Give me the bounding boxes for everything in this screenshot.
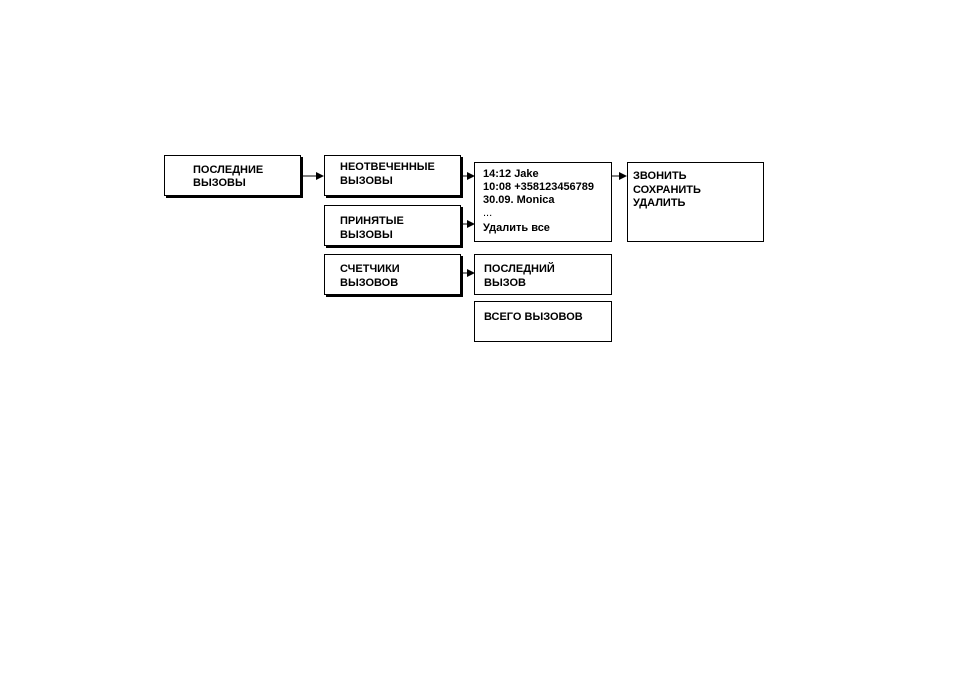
option-call: ЗВОНИТЬ	[633, 170, 687, 183]
call-counters-line2: ВЫЗОВОВ	[340, 277, 398, 290]
total-calls-line1: ВСЕГО ВЫЗОВОВ	[484, 311, 583, 324]
received-calls-line2: ВЫЗОВЫ	[340, 229, 393, 242]
option-delete: УДАЛИТЬ	[633, 197, 685, 210]
call-list-item: 10:08 +358123456789	[483, 181, 594, 194]
missed-calls-box: НЕОТВЕЧЕННЫЕ ВЫЗОВЫ	[324, 155, 461, 196]
option-save: СОХРАНИТЬ	[633, 184, 701, 197]
last-call-line1: ПОСЛЕДНИЙ	[484, 263, 555, 276]
recent-calls-box: ПОСЛЕДНИЕ ВЫЗОВЫ	[164, 155, 301, 196]
call-list-box: 14:12 Jake 10:08 +358123456789 30.09. Mo…	[474, 162, 612, 242]
call-counters-box: СЧЕТЧИКИ ВЫЗОВОВ	[324, 254, 461, 295]
call-options-box: ЗВОНИТЬ СОХРАНИТЬ УДАЛИТЬ	[627, 162, 764, 242]
call-list-item: 14:12 Jake	[483, 168, 539, 181]
last-call-box: ПОСЛЕДНИЙ ВЫЗОВ	[474, 254, 612, 295]
received-calls-box: ПРИНЯТЫЕ ВЫЗОВЫ	[324, 205, 461, 246]
received-calls-line1: ПРИНЯТЫЕ	[340, 215, 404, 228]
call-list-ellipsis: ...	[483, 207, 492, 220]
call-counters-line1: СЧЕТЧИКИ	[340, 263, 400, 276]
call-list-delete-all: Удалить все	[483, 222, 550, 235]
missed-calls-line1: НЕОТВЕЧЕННЫЕ	[340, 161, 435, 174]
last-call-line2: ВЫЗОВ	[484, 277, 526, 290]
recent-calls-line2: ВЫЗОВЫ	[193, 177, 246, 190]
call-list-item: 30.09. Monica	[483, 194, 555, 207]
recent-calls-line1: ПОСЛЕДНИЕ	[193, 164, 263, 177]
total-calls-box: ВСЕГО ВЫЗОВОВ	[474, 301, 612, 342]
missed-calls-line2: ВЫЗОВЫ	[340, 175, 393, 188]
